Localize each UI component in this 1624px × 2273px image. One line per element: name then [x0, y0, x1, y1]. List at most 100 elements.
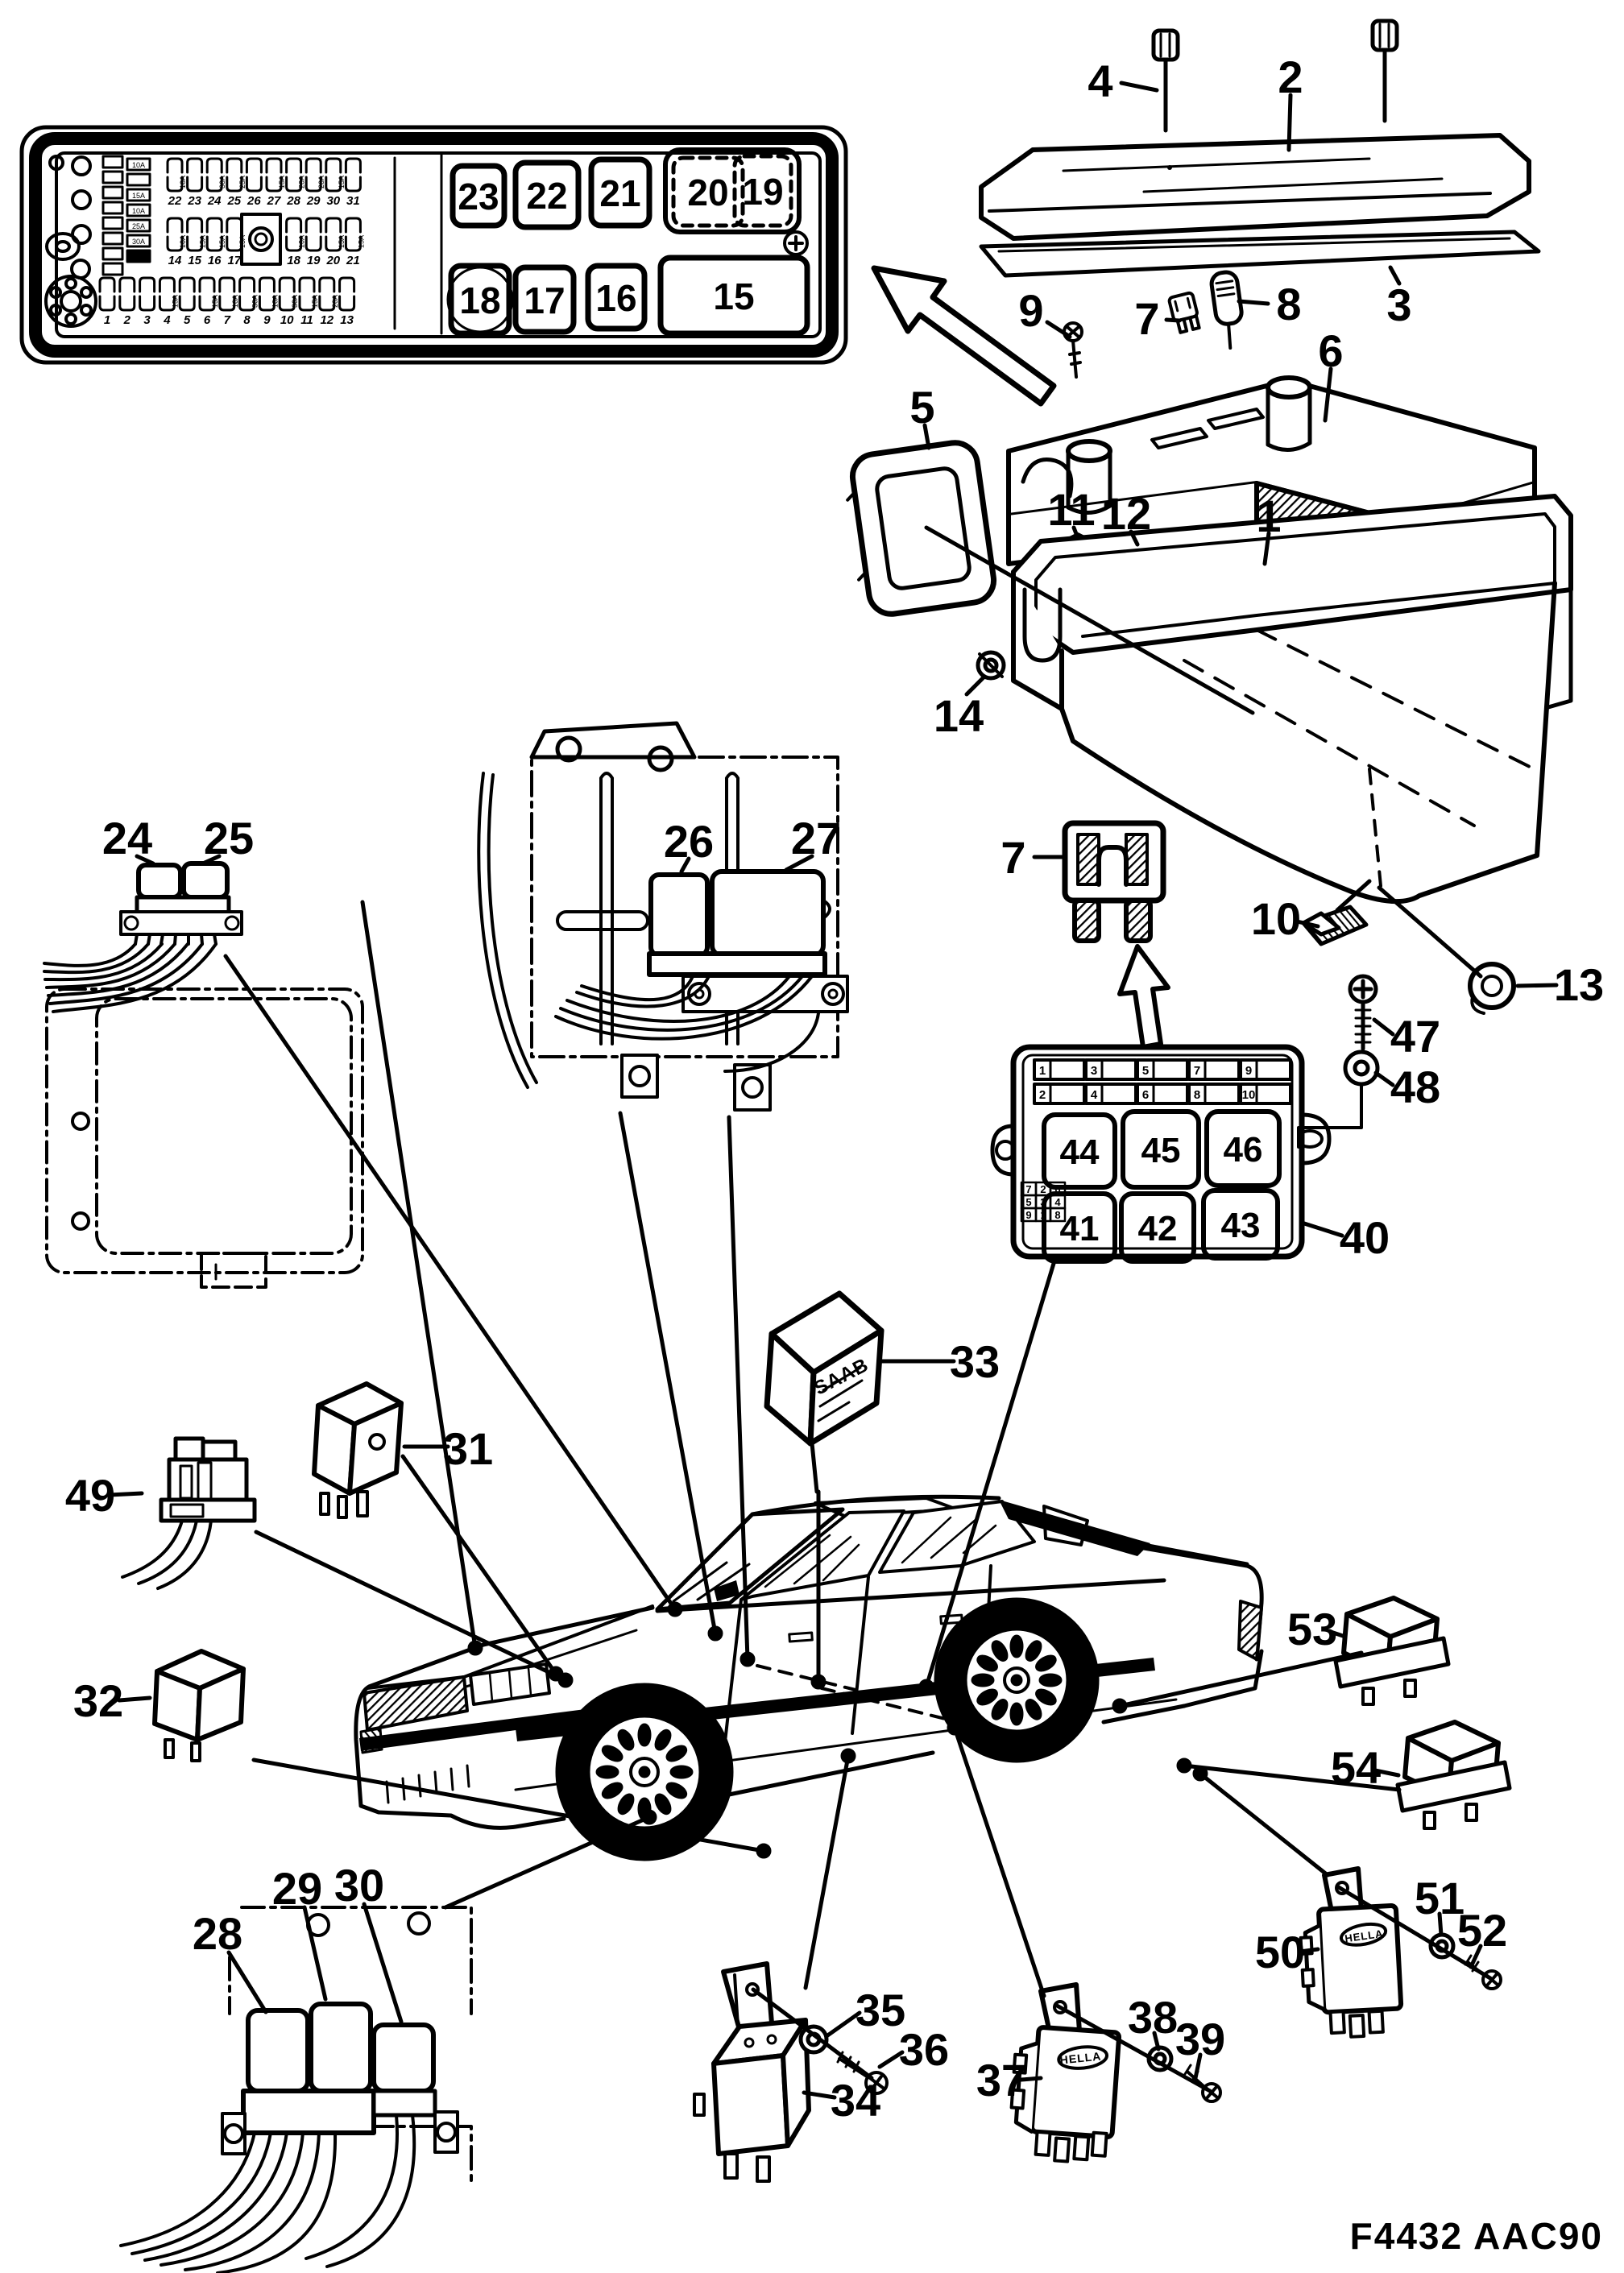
panel-center-socket — [240, 213, 282, 266]
cover-slot-21 — [588, 156, 652, 229]
fuse-clip-top — [285, 217, 303, 234]
callout-leader-5 — [922, 423, 931, 450]
fuse-clip-top — [304, 217, 322, 234]
relay-trio-28-29-30 — [119, 1906, 473, 2273]
panel40-fuse-number-5: 5 — [1142, 1064, 1149, 1078]
fuse-number-26: 26 — [246, 194, 261, 208]
wheel-center — [1010, 1674, 1023, 1687]
screw-9 — [1063, 321, 1083, 379]
fuse-puller-8 — [1209, 270, 1244, 350]
fuse-clip-top — [304, 157, 322, 174]
leader-line-16 — [1377, 885, 1483, 979]
cover-slot-label-17: 17 — [524, 279, 565, 321]
fuse-number-25: 25 — [226, 194, 241, 208]
fuse-clip-top — [298, 276, 316, 293]
relay-slot-label-46: 46 — [1224, 1130, 1263, 1170]
fuse-number-6: 6 — [204, 313, 211, 327]
wheel-slot — [1009, 1634, 1024, 1658]
relay-slot-45 — [1121, 1109, 1201, 1190]
callout-10: 10 — [1251, 893, 1301, 944]
wheel-slot — [617, 1793, 635, 1816]
leader-line-5 — [924, 1256, 1058, 1689]
cover-gasket — [979, 230, 1541, 278]
fuse-amp: 15A — [338, 176, 346, 188]
fuse-number-1: 1 — [104, 313, 110, 327]
relay50-brand-text: HELLA — [1344, 1927, 1384, 1945]
callout-40: 40 — [1340, 1212, 1390, 1263]
wheel-slot — [654, 1793, 672, 1816]
callout-leader-32 — [117, 1695, 152, 1703]
fuse-number-30: 30 — [326, 194, 340, 208]
fuse-amp: 15A — [357, 235, 365, 248]
wheel-slot — [665, 1782, 688, 1799]
callout-14: 14 — [934, 690, 984, 741]
leader-line-6 — [400, 1454, 558, 1676]
callout-leader-38 — [1152, 2031, 1161, 2051]
wheel-arch — [934, 1597, 1100, 1763]
fuse-amp: 15A — [218, 235, 226, 248]
panel40-fuse-cell-tab — [1084, 1058, 1104, 1081]
fuse-clip-bottom — [198, 295, 216, 312]
callout-leader-10 — [1295, 919, 1320, 929]
amp-fuse — [126, 249, 151, 263]
callout-7b: 7 — [1000, 832, 1025, 883]
fuse-number-8: 8 — [243, 313, 251, 327]
fuse-amp: 10A — [231, 295, 239, 308]
fuse-clip-top — [344, 157, 362, 174]
fuse-clip-top — [278, 276, 296, 293]
callout-50: 50 — [1255, 1927, 1305, 1977]
shelf-post-left — [1066, 439, 1112, 515]
fuse-number-28: 28 — [286, 194, 300, 208]
cover-slot-label-18: 18 — [459, 279, 500, 321]
fuse-clip-top — [226, 217, 243, 234]
fuse-clip-top — [218, 276, 236, 293]
panel40-grid-number-1: 1 — [1040, 1209, 1046, 1221]
callout-38: 38 — [1128, 1992, 1178, 2043]
panel40-grid-cell — [1049, 1207, 1067, 1223]
fuse-amp: 10A — [179, 235, 187, 248]
relay-plate-26-27 — [477, 721, 849, 1112]
cover-slot-19 — [732, 154, 793, 228]
leader-line-11 — [952, 1725, 1046, 1998]
fuse-number-10: 10 — [280, 313, 294, 327]
fuse-clip-top — [186, 157, 204, 174]
callout-leader-53 — [1328, 1629, 1348, 1639]
attachment-dot-0 — [467, 1640, 483, 1656]
fuse-amp: 15A — [238, 235, 246, 248]
panel40-grid-number-5: 5 — [1025, 1196, 1031, 1208]
spare-fuse — [102, 231, 124, 246]
leader-lines — [223, 525, 1493, 2093]
fuse-clip-top — [258, 276, 276, 293]
relay-slot-label-45: 45 — [1141, 1131, 1181, 1170]
fuse-amp: 15A — [338, 235, 346, 248]
panel40-fuse-cell-tab — [1239, 1083, 1258, 1105]
fuse-clip-bottom — [304, 235, 322, 252]
direction-arrow-icon — [871, 265, 1057, 407]
amp-fuse-label: 20A — [132, 253, 145, 261]
attachment-dot-5 — [918, 1679, 934, 1695]
fuse-number-12: 12 — [320, 313, 334, 327]
slot-20-19-frame — [663, 147, 802, 234]
fuse-number-15: 15 — [188, 254, 201, 267]
screw-47 — [1348, 974, 1378, 1051]
wheel-slot — [1009, 1702, 1024, 1726]
relay-slot-label-42: 42 — [1138, 1209, 1178, 1248]
fuse-clip-bottom — [265, 176, 283, 193]
leader-line-18 — [751, 1987, 874, 2080]
diagram-code: F4432 AAC90 — [1350, 2215, 1603, 2257]
cover-slot-15 — [657, 255, 810, 337]
wheel-slot — [976, 1688, 998, 1706]
screw-39 — [1183, 2064, 1222, 2103]
relay-54 — [1395, 1720, 1512, 1830]
thumbscrew-left — [1151, 28, 1180, 133]
callout-7: 7 — [1134, 293, 1159, 344]
fuse-clip-bottom — [98, 295, 116, 312]
leader-line-20 — [1335, 1884, 1493, 1981]
callout-leader-24 — [135, 854, 155, 866]
wheel-slot — [654, 1729, 672, 1751]
cover-slot-16 — [585, 263, 648, 332]
fuse-clip-top — [338, 276, 356, 293]
